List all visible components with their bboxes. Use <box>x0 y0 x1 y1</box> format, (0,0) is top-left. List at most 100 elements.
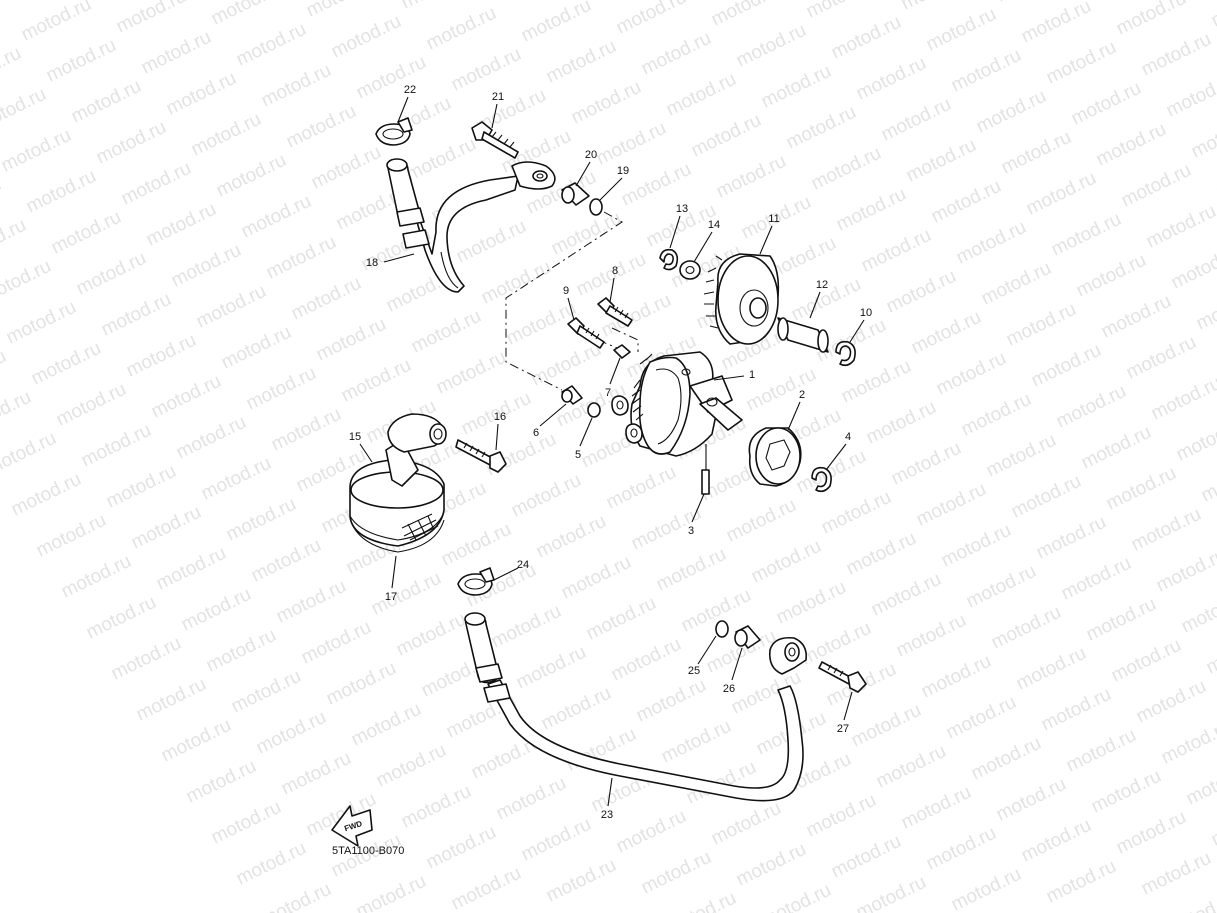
circlip-4 <box>811 466 832 493</box>
watermark-text: motod.ru <box>908 307 985 359</box>
watermark-text: motod.ru <box>298 617 375 669</box>
watermark-text: motod.ru <box>1028 340 1105 392</box>
watermark-text: motod.ru <box>958 389 1035 441</box>
watermark-text: motod.ru <box>923 823 1000 875</box>
watermark-text: motod.ru <box>1153 545 1217 597</box>
callout-1: 1 <box>749 369 755 381</box>
banjo-bolt-upper <box>471 121 519 159</box>
watermark-text: motod.ru <box>1168 242 1217 294</box>
pin-3 <box>701 444 710 495</box>
watermark-text: motod.ru <box>1043 856 1120 908</box>
watermark-text: motod.ru <box>833 184 910 236</box>
callout-leader-18 <box>383 253 415 263</box>
callout-17: 17 <box>385 591 397 603</box>
callout-13: 13 <box>676 203 688 215</box>
callout-leader-7 <box>609 357 621 385</box>
watermark-text: motod.ru <box>1003 299 1080 351</box>
watermark-text: motod.ru <box>58 551 135 603</box>
callout-27: 27 <box>837 723 849 735</box>
watermark-text: motod.ru <box>43 35 120 87</box>
o-ring-5 <box>587 402 601 418</box>
watermark-text: motod.ru <box>953 217 1030 269</box>
callout-leader-11 <box>759 225 773 255</box>
watermark-text: motod.ru <box>268 404 345 456</box>
watermark-text: motod.ru <box>208 797 285 849</box>
watermark-text: motod.ru <box>538 683 615 735</box>
watermark-text: motod.ru <box>33 510 110 562</box>
watermark-text: motod.ru <box>163 68 240 120</box>
callout-20: 20 <box>585 149 597 161</box>
callout-leader-4 <box>825 443 847 471</box>
watermark-text: motod.ru <box>1023 168 1100 220</box>
callout-19: 19 <box>617 165 629 177</box>
watermark-text: motod.ru <box>793 446 870 498</box>
watermark-text: motod.ru <box>1148 373 1217 425</box>
watermark-text: motod.ru <box>248 535 325 587</box>
watermark-text: motod.ru <box>988 602 1065 654</box>
watermark-text: motod.ru <box>1103 463 1180 515</box>
watermark-text: motod.ru <box>423 3 500 55</box>
callout-leader-17 <box>391 555 397 589</box>
callout-leader-25 <box>697 635 717 665</box>
watermark-text: motod.ru <box>603 462 680 514</box>
banjo-bolt-lower <box>818 661 867 693</box>
watermark-text: motod.ru <box>548 208 625 260</box>
watermark-text: motod.ru <box>568 77 645 129</box>
watermark-text: motod.ru <box>843 528 920 580</box>
watermark-text: motod.ru <box>83 592 160 644</box>
watermark-text: motod.ru <box>0 215 30 267</box>
watermark-text: motod.ru <box>18 0 95 45</box>
diagram-code: 5TA1100-B070 <box>332 845 404 857</box>
watermark-text: motod.ru <box>1088 766 1165 818</box>
watermark-text: motod.ru <box>828 831 905 883</box>
watermark-text: motod.ru <box>993 0 1070 6</box>
watermark-text: motod.ru <box>78 420 155 472</box>
watermark-text: motod.ru <box>1093 119 1170 171</box>
watermark-text: motod.ru <box>873 741 950 793</box>
watermark-text: motod.ru <box>808 143 885 195</box>
watermark-text: motod.ru <box>153 543 230 595</box>
watermark-text: motod.ru <box>1213 152 1217 204</box>
watermark-text: motod.ru <box>853 53 930 105</box>
watermark-text: motod.ru <box>948 864 1025 913</box>
watermark-text: motod.ru <box>758 61 835 113</box>
o-ring-lower <box>715 620 729 638</box>
callout-24: 24 <box>517 559 529 571</box>
watermark-text: motod.ru <box>0 125 75 177</box>
watermark-text: motod.ru <box>198 453 275 505</box>
watermark-text: motod.ru <box>308 142 385 194</box>
callout-21: 21 <box>492 91 504 103</box>
watermark-text: motod.ru <box>608 634 685 686</box>
watermark-text: motod.ru <box>943 692 1020 744</box>
watermark-text: motod.ru <box>558 552 635 604</box>
watermark-text: motod.ru <box>1058 553 1135 605</box>
watermark-text: motod.ru <box>1123 332 1200 384</box>
watermark-text: motod.ru <box>518 0 595 46</box>
watermark-text: motod.ru <box>733 839 810 891</box>
watermark-text: motod.ru <box>438 519 515 571</box>
watermark-text: motod.ru <box>148 371 225 423</box>
watermark-text: motod.ru <box>1018 815 1095 867</box>
watermark-text: motod.ru <box>773 577 850 629</box>
watermark-text: motod.ru <box>253 707 330 759</box>
watermark-text: motod.ru <box>903 135 980 187</box>
watermark-text: motod.ru <box>1178 586 1217 638</box>
watermark-text: motod.ru <box>8 469 85 521</box>
dowel-6 <box>561 385 583 405</box>
watermark-text: motod.ru <box>583 593 660 645</box>
oil-delivery-pipe-upper <box>386 158 556 293</box>
watermark-text: motod.ru <box>208 0 285 29</box>
callout-8: 8 <box>612 265 618 277</box>
watermark-text: motod.ru <box>1063 725 1140 777</box>
watermark-text: motod.ru <box>883 266 960 318</box>
watermark-text: motod.ru <box>1113 807 1190 859</box>
watermark-text: motod.ru <box>1203 627 1217 679</box>
watermark-text: motod.ru <box>1138 848 1215 900</box>
watermark-text: motod.ru <box>848 700 925 752</box>
watermark-text: motod.ru <box>593 118 670 170</box>
watermark-text: motod.ru <box>0 84 50 136</box>
watermark-text: motod.ru <box>118 158 195 210</box>
watermark-text: motod.ru <box>938 520 1015 572</box>
watermark-text: motod.ru <box>803 790 880 842</box>
